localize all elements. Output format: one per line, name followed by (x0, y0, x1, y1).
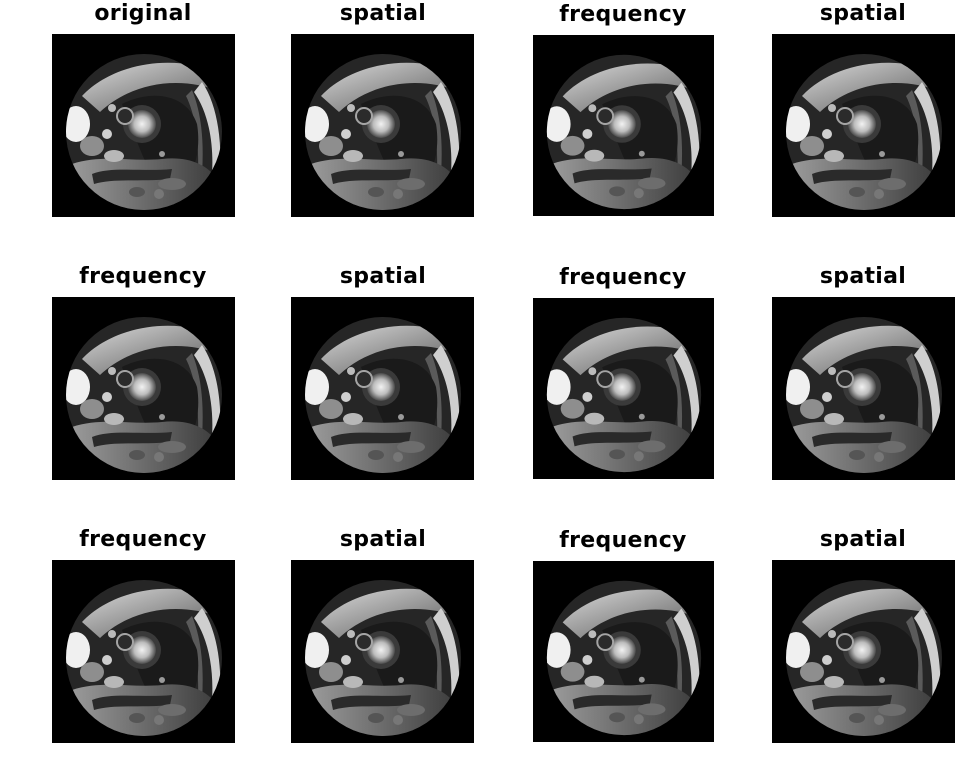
panel-title: spatial (339, 1, 427, 26)
mri-image (533, 35, 714, 216)
mri-image-svg (772, 560, 955, 743)
panel-title: frequency (559, 265, 687, 290)
panel-title: frequency (79, 527, 207, 552)
panel-frequency: frequency (528, 0, 718, 222)
panel-title: spatial (819, 1, 907, 26)
panel-title: frequency (559, 2, 687, 27)
mri-image (52, 297, 235, 480)
panel-title: spatial (339, 264, 427, 289)
mri-image (291, 297, 474, 480)
mri-image (291, 34, 474, 217)
mri-image-svg (772, 297, 955, 480)
mri-image-svg (291, 297, 474, 480)
panel-title: frequency (79, 264, 207, 289)
panel-title: spatial (819, 527, 907, 552)
mri-image-svg (291, 34, 474, 217)
mri-image (533, 561, 714, 742)
mri-image-svg (52, 34, 235, 217)
mri-image-svg (52, 297, 235, 480)
panel-frequency: frequency (48, 263, 238, 485)
panel-title: original (94, 1, 192, 26)
panel-spatial: spatial (288, 0, 478, 222)
mri-image (772, 297, 955, 480)
mri-image-svg (291, 560, 474, 743)
mri-image (52, 560, 235, 743)
mri-image (772, 34, 955, 217)
mri-image-svg (772, 34, 955, 217)
mri-image (772, 560, 955, 743)
panel-spatial: spatial (288, 526, 478, 748)
mri-image-svg (533, 35, 714, 216)
mri-image (52, 34, 235, 217)
panel-spatial: spatial (768, 526, 958, 748)
panel-spatial: spatial (768, 0, 958, 222)
panel-spatial: spatial (288, 263, 478, 485)
panel-frequency: frequency (528, 526, 718, 748)
panel-title: spatial (339, 527, 427, 552)
mri-image-svg (533, 298, 714, 479)
panel-spatial: spatial (768, 263, 958, 485)
panel-frequency: frequency (48, 526, 238, 748)
mri-image (291, 560, 474, 743)
panel-original: original (48, 0, 238, 222)
panel-frequency: frequency (528, 263, 718, 485)
mri-image-svg (533, 561, 714, 742)
mri-image-svg (52, 560, 235, 743)
panel-title: spatial (819, 264, 907, 289)
panel-title: frequency (559, 528, 687, 553)
mri-image (533, 298, 714, 479)
